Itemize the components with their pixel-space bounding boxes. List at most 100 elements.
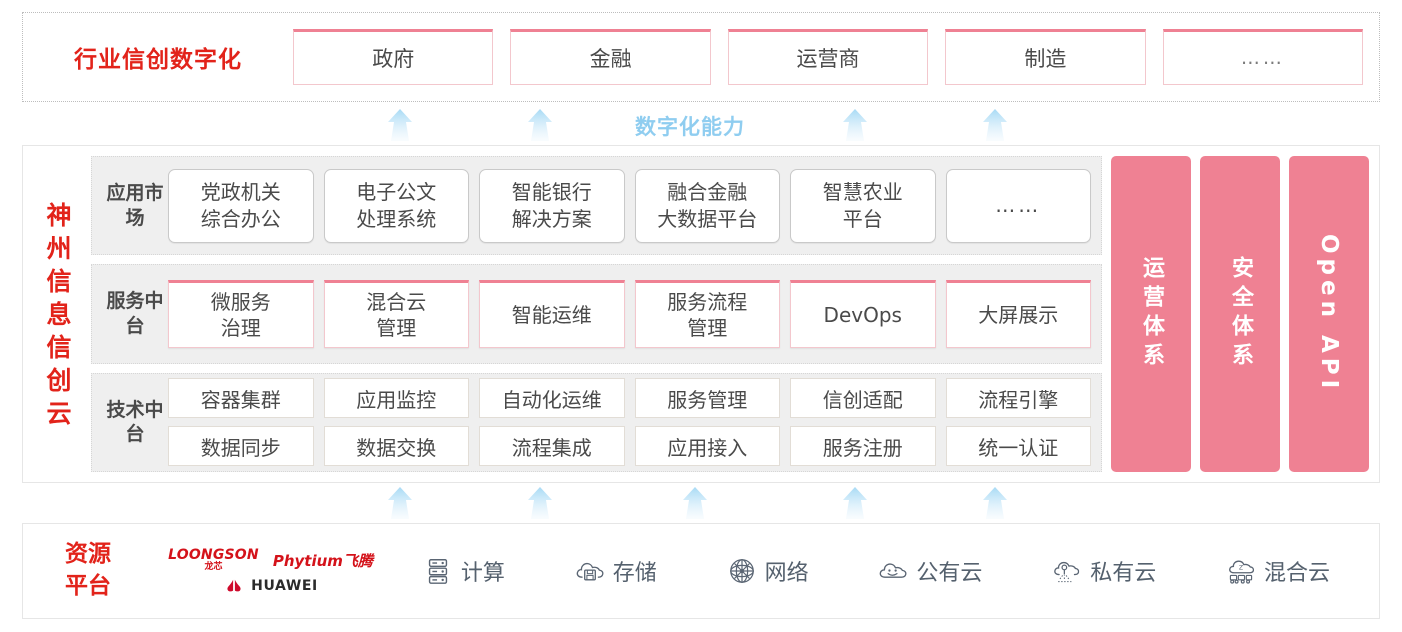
cell-text: 电子公文处理系统 (356, 180, 437, 231)
loongson-logo-subtext: 龙芯 (204, 562, 223, 572)
cloud-platform-panel: 神 州 信 息 信 创 云 应用市场 党政机关综合办公 电子公文处理系统 智能银… (22, 145, 1380, 483)
cell-text: 微服务治理 (210, 289, 271, 340)
cloud-title-char: 信 (46, 266, 72, 296)
industry-box-telecom[interactable]: 运营商 (727, 29, 929, 85)
loongson-logo: LOONGSON 龙芯 (168, 548, 259, 572)
resource-item-label: 存储 (612, 561, 657, 586)
resource-item-label: 公有云 (916, 561, 983, 586)
tech-cell-process-integration[interactable]: 流程集成 (479, 426, 625, 467)
layer-items-application-market: 党政机关综合办公 电子公文处理系统 智能银行解决方案 融合金融大数据平台 智慧农… (168, 157, 1091, 254)
cloud-title-char: 神 (46, 200, 72, 230)
network-mesh-icon (729, 559, 754, 583)
upper-arrow-strip (0, 105, 1402, 145)
digital-capability-label: 数字化能力 (635, 115, 745, 139)
cloud-platform-title: 神 州 信 息 信 创 云 (23, 146, 91, 482)
vendor-logo-group: LOONGSON 龙芯 Phytium飞腾 HUAWEI (153, 548, 388, 594)
side-bar-open-api[interactable]: Open API (1289, 156, 1369, 472)
resource-item-hybrid-cloud[interactable]: Z 混合云 (1226, 555, 1330, 587)
tech-cell-service-management[interactable]: 服务管理 (634, 378, 780, 419)
tech-cell-data-sync[interactable]: 数据同步 (168, 426, 314, 467)
layer-technology-middle-platform: 技术中台 容器集群 应用监控 自动化运维 服务管理 信创适配 流程引擎 数据同步 (91, 372, 1102, 472)
tech-cell-container-cluster[interactable]: 容器集群 (168, 378, 314, 419)
cell-text: 融合金融大数据平台 (657, 180, 758, 231)
cell-text: 智慧农业平台 (822, 180, 903, 231)
tech-row-2: 数据同步 数据交换 流程集成 应用接入 服务注册 统一认证 (168, 426, 1091, 467)
resource-item-storage[interactable]: 存储 (575, 555, 657, 587)
huawei-flower-icon (227, 579, 241, 592)
huawei-logo-text: HUAWEI (251, 578, 318, 594)
up-arrow-icon (378, 486, 422, 522)
hybrid-cloud-icon: Z (1229, 560, 1255, 584)
up-arrow-icon (833, 108, 877, 144)
app-cell-finance-bigdata-platform[interactable]: 融合金融大数据平台 (634, 168, 780, 243)
tech-cell-service-registration[interactable]: 服务注册 (790, 426, 936, 467)
cell-text: …… (995, 193, 1042, 218)
tech-cell-process-engine[interactable]: 流程引擎 (945, 378, 1091, 419)
side-bar-label: 运营体系 (1139, 256, 1164, 372)
app-cell-smart-bank-solution[interactable]: 智能银行解决方案 (479, 168, 625, 243)
private-cloud-icon (1054, 561, 1080, 583)
resource-item-compute[interactable]: 计算 (423, 555, 505, 587)
tech-cell-automated-ops[interactable]: 自动化运维 (479, 378, 625, 419)
cloud-title-char: 云 (46, 398, 72, 428)
industry-box-government[interactable]: 政府 (293, 29, 494, 85)
up-arrow-icon (833, 486, 877, 522)
app-cell-smart-agriculture-platform[interactable]: 智慧农业平台 (790, 168, 936, 243)
industry-box-more[interactable]: …… (1162, 29, 1364, 85)
service-cell-service-process-management[interactable]: 服务流程管理 (634, 279, 780, 348)
up-arrow-icon (973, 108, 1017, 144)
resource-item-network[interactable]: 网络 (727, 555, 809, 587)
tech-cell-data-exchange[interactable]: 数据交换 (323, 426, 469, 467)
service-cell-intelligent-ops[interactable]: 智能运维 (479, 279, 625, 348)
resource-title-line: 资源 (65, 541, 111, 568)
tech-cell-xinchuang-adaptation[interactable]: 信创适配 (790, 378, 936, 419)
service-cell-devops[interactable]: DevOps (790, 279, 936, 348)
side-bar-label: Open API (1316, 234, 1342, 394)
vendor-logo-row: LOONGSON 龙芯 Phytium飞腾 (168, 548, 373, 572)
cloud-title-char: 息 (46, 299, 72, 329)
cell-text: 服务流程管理 (667, 289, 748, 340)
app-cell-e-document-system[interactable]: 电子公文处理系统 (323, 168, 469, 243)
up-arrow-icon (973, 486, 1017, 522)
cloud-title-char: 创 (46, 365, 72, 395)
industry-box-manufacturing[interactable]: 制造 (945, 29, 1146, 85)
side-bar-security-system[interactable]: 安全体系 (1200, 156, 1280, 472)
resource-item-label: 混合云 (1264, 561, 1331, 586)
cell-text: 智能运维 (511, 302, 592, 327)
side-bar-operation-system[interactable]: 运营体系 (1111, 156, 1191, 472)
resource-platform-panel: 资源 平台 LOONGSON 龙芯 Phytium飞腾 HUAWEI (22, 523, 1380, 619)
service-cell-hybrid-cloud-management[interactable]: 混合云管理 (323, 279, 469, 348)
app-cell-government-office[interactable]: 党政机关综合办公 (168, 168, 314, 243)
cell-text: 大屏展示 (978, 302, 1059, 327)
side-bar-label: 安全体系 (1228, 256, 1253, 372)
app-cell-more[interactable]: …… (945, 168, 1091, 243)
resource-item-label: 计算 (460, 561, 505, 586)
resource-item-label: 私有云 (1090, 561, 1157, 586)
layer-items-service-middle-platform: 微服务治理 混合云管理 智能运维 服务流程管理 DevOps 大屏展示 (168, 265, 1091, 362)
layer-items-technology-middle-platform: 容器集群 应用监控 自动化运维 服务管理 信创适配 流程引擎 数据同步 数据交换… (168, 374, 1091, 471)
cloud-title-char: 州 (46, 233, 72, 263)
up-arrow-icon (518, 486, 562, 522)
tech-row-1: 容器集群 应用监控 自动化运维 服务管理 信创适配 流程引擎 (168, 378, 1091, 419)
phytium-logo: Phytium飞腾 (272, 551, 373, 570)
resource-item-list: 计算 存储 (388, 555, 1379, 587)
industry-band-title: 行业信创数字化 (74, 47, 242, 73)
industry-box-list: 政府 金融 运营商 制造 …… (293, 29, 1379, 85)
service-cell-microservice-governance[interactable]: 微服务治理 (168, 279, 314, 348)
tech-cell-unified-authentication[interactable]: 统一认证 (945, 426, 1091, 467)
cloud-layer-list: 应用市场 党政机关综合办公 电子公文处理系统 智能银行解决方案 融合金融大数据平… (91, 156, 1102, 472)
tech-cell-application-monitoring[interactable]: 应用监控 (323, 378, 469, 419)
industry-band: 行业信创数字化 政府 金融 运营商 制造 …… (22, 12, 1380, 102)
cloud-title-char: 信 (46, 332, 72, 362)
cell-text: DevOps (823, 302, 902, 327)
up-arrow-icon (673, 486, 717, 522)
resource-item-private-cloud[interactable]: 私有云 (1052, 555, 1156, 587)
cloud-storage-icon (576, 562, 604, 581)
public-cloud-icon (880, 563, 907, 578)
service-cell-large-screen-display[interactable]: 大屏展示 (945, 279, 1091, 348)
resource-item-public-cloud[interactable]: 公有云 (878, 555, 982, 587)
resource-title-line: 平台 (65, 573, 111, 599)
up-arrow-icon (518, 108, 562, 144)
tech-cell-application-access[interactable]: 应用接入 (634, 426, 780, 467)
industry-box-finance[interactable]: 金融 (510, 29, 711, 85)
